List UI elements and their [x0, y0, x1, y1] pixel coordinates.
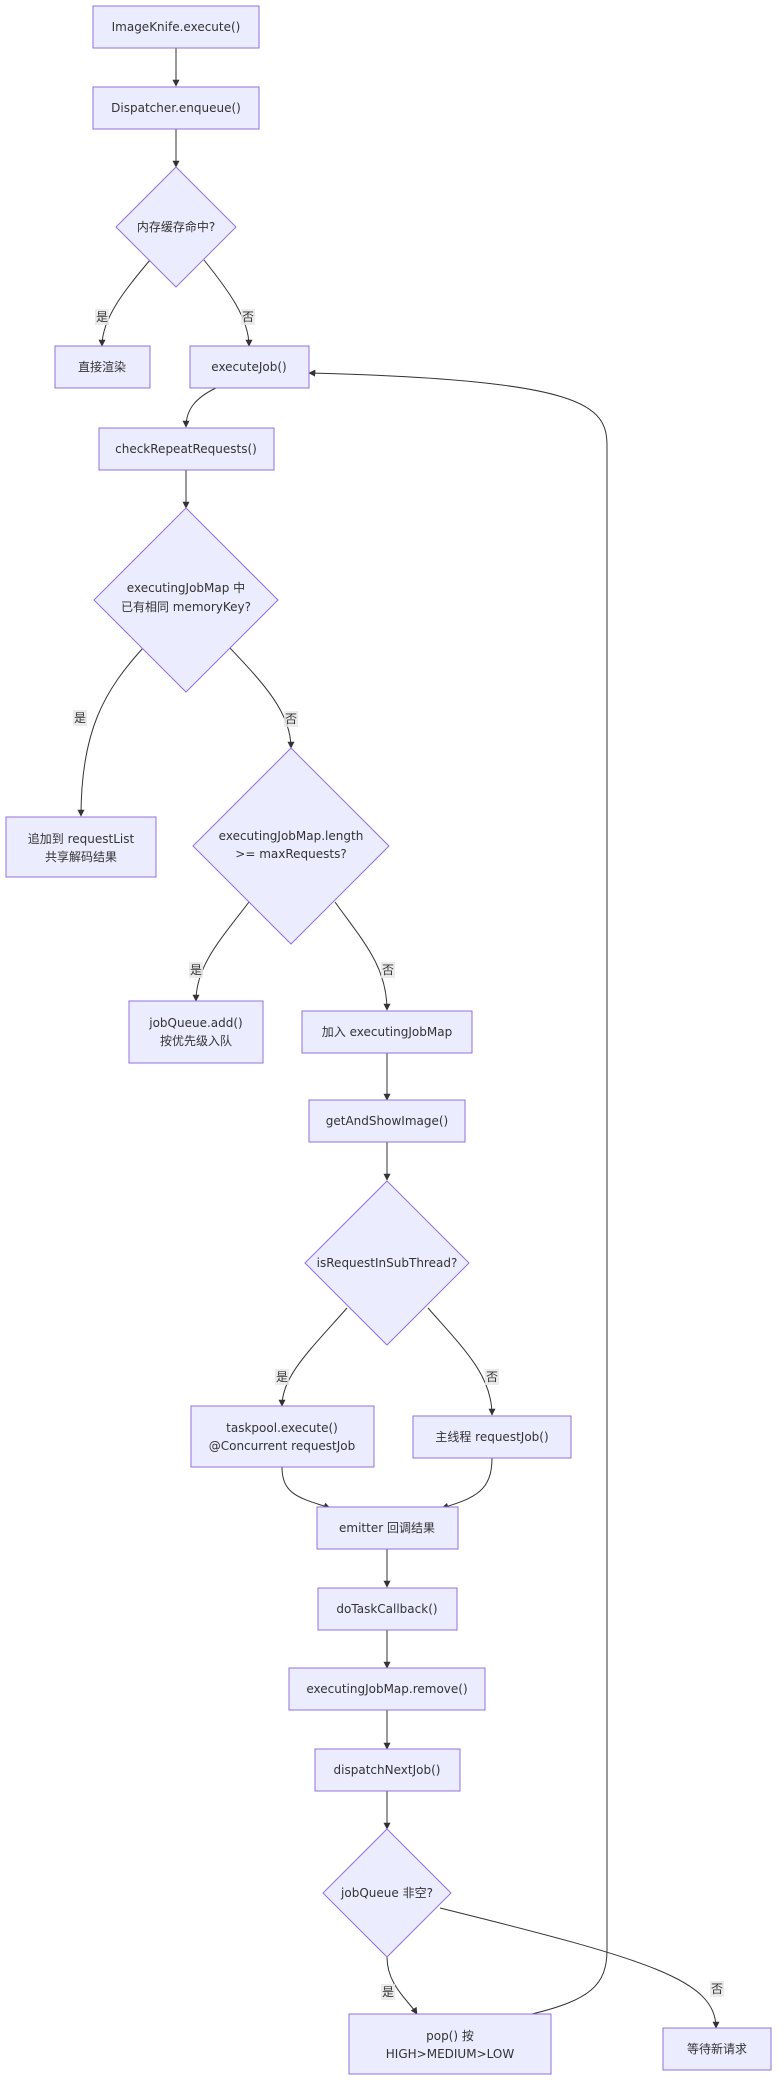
edge-executejob-checkrepeat: [182, 387, 217, 428]
nodes: ImageKnife.execute() Dispatcher.enqueue(…: [5, 5, 772, 2075]
edge-label-yes-samekey: 是: [74, 711, 86, 725]
edge-memcache-render: [98, 259, 151, 347]
node-is-request-in-sub-thread: isRequestInSubThread?: [304, 1180, 470, 1346]
node-max-requests-label-2: >= maxRequests?: [235, 847, 346, 861]
node-emitter-callback: emitter 回调结果: [316, 1506, 459, 1550]
node-same-memory-key: executingJobMap 中 已有相同 memoryKey?: [93, 507, 279, 693]
edges: [77, 48, 720, 2029]
edge-label-yes-subthread: 是: [276, 1370, 288, 1384]
node-taskpool-execute-label-2: @Concurrent requestJob: [209, 1439, 356, 1453]
node-append-request-list-label-1: 追加到 requestList: [28, 831, 135, 846]
node-check-repeat-requests-label: checkRepeatRequests(): [115, 442, 257, 456]
node-executing-job-map-remove-label: executingJobMap.remove(): [306, 1682, 467, 1696]
node-render-direct: 直接渲染: [54, 345, 151, 389]
edge-label-no-queue: 否: [711, 1982, 723, 1996]
edge-memcache-executejob: [203, 259, 253, 347]
edge-label-no-samekey: 否: [285, 712, 297, 726]
edge-queue-wait: [439, 1907, 720, 2029]
node-render-direct-label: 直接渲染: [78, 359, 126, 374]
node-dispatch-next-job: dispatchNextJob(): [314, 1748, 461, 1792]
node-do-task-callback-label: doTaskCallback(): [336, 1602, 437, 1616]
edge-label-no-subthread: 否: [486, 1370, 498, 1384]
edge-subthread-taskpool: [278, 1307, 348, 1407]
node-dispatcher-enqueue-label: Dispatcher.enqueue(): [111, 101, 241, 115]
node-job-queue-not-empty-label: jobQueue 非空?: [340, 1886, 433, 1900]
node-wait-new-request: 等待新请求: [662, 2027, 772, 2071]
edge-queue-pop: [386, 1956, 418, 2015]
node-pop-by-priority-label-1: pop() 按: [426, 2029, 474, 2043]
edge-label-yes-memcache: 是: [96, 310, 108, 324]
node-dispatcher-enqueue: Dispatcher.enqueue(): [92, 86, 260, 130]
node-memory-cache-hit-label: 内存缓存命中?: [137, 219, 215, 234]
node-main-thread-request-job-label: 主线程 requestJob(): [435, 1429, 548, 1444]
edge-label-yes-queue: 是: [382, 1985, 394, 1999]
node-add-executing-job-map-label: 加入 executingJobMap: [322, 1025, 452, 1039]
node-execute-job-label: executeJob(): [211, 360, 286, 374]
node-same-memory-key-label-1: executingJobMap 中: [127, 580, 245, 595]
node-append-request-list: 追加到 requestList 共享解码结果: [5, 816, 157, 878]
node-add-executing-job-map: 加入 executingJobMap: [301, 1010, 473, 1054]
edge-label-no-memcache: 否: [242, 310, 254, 324]
node-execute-job: executeJob(): [189, 345, 310, 389]
node-pop-by-priority: pop() 按 HIGH>MEDIUM>LOW: [348, 2013, 552, 2075]
edge-samekey-max: [229, 647, 295, 749]
edge-max-addexecuting: [334, 901, 391, 1011]
node-same-memory-key-label-2: 已有相同 memoryKey?: [121, 600, 251, 614]
node-emitter-callback-label: emitter 回调结果: [339, 1521, 435, 1535]
node-taskpool-execute-label-1: taskpool.execute(): [226, 1421, 338, 1435]
edge-taskpool-emitter: [281, 1466, 331, 1510]
node-max-requests: executingJobMap.length >= maxRequests?: [192, 747, 390, 945]
node-jobqueue-add-label-1: jobQueue.add(): [148, 1016, 242, 1030]
node-append-request-list-label-2: 共享解码结果: [45, 849, 117, 864]
edge-samekey-append: [77, 647, 144, 817]
node-do-task-callback: doTaskCallback(): [317, 1587, 458, 1631]
node-dispatch-next-job-label: dispatchNextJob(): [334, 1763, 441, 1777]
node-get-and-show-image-label: getAndShowImage(): [326, 1114, 448, 1128]
node-max-requests-label-1: executingJobMap.length: [219, 829, 364, 843]
edge-subthread-mainthread: [427, 1307, 496, 1416]
edge-label-no-max: 否: [382, 963, 394, 977]
node-taskpool-execute: taskpool.execute() @Concurrent requestJo…: [190, 1405, 375, 1468]
edge-labels: 是 否 是 否 是 否 是 否 是 否: [73, 309, 724, 2000]
edge-pop-executejob: [308, 369, 608, 2015]
node-get-and-show-image: getAndShowImage(): [308, 1099, 466, 1143]
node-jobqueue-add-label-2: 按优先级入队: [160, 1033, 232, 1048]
node-imageknife-execute-label: ImageKnife.execute(): [112, 20, 241, 34]
node-is-request-in-sub-thread-label: isRequestInSubThread?: [317, 1256, 458, 1270]
edge-label-yes-max: 是: [190, 963, 202, 977]
edge-max-jobqueueadd: [192, 901, 250, 1002]
node-main-thread-request-job: 主线程 requestJob(): [412, 1415, 572, 1459]
node-jobqueue-add: jobQueue.add() 按优先级入队: [128, 1000, 264, 1064]
edge-mainthread-emitter: [441, 1457, 493, 1510]
node-check-repeat-requests: checkRepeatRequests(): [98, 427, 275, 471]
node-memory-cache-hit: 内存缓存命中?: [115, 166, 237, 288]
node-job-queue-not-empty: jobQueue 非空?: [322, 1828, 452, 1958]
node-wait-new-request-label: 等待新请求: [687, 2041, 747, 2056]
node-executing-job-map-remove: executingJobMap.remove(): [288, 1667, 486, 1711]
node-imageknife-execute: ImageKnife.execute(): [92, 5, 260, 49]
node-pop-by-priority-label-2: HIGH>MEDIUM>LOW: [386, 2047, 515, 2061]
